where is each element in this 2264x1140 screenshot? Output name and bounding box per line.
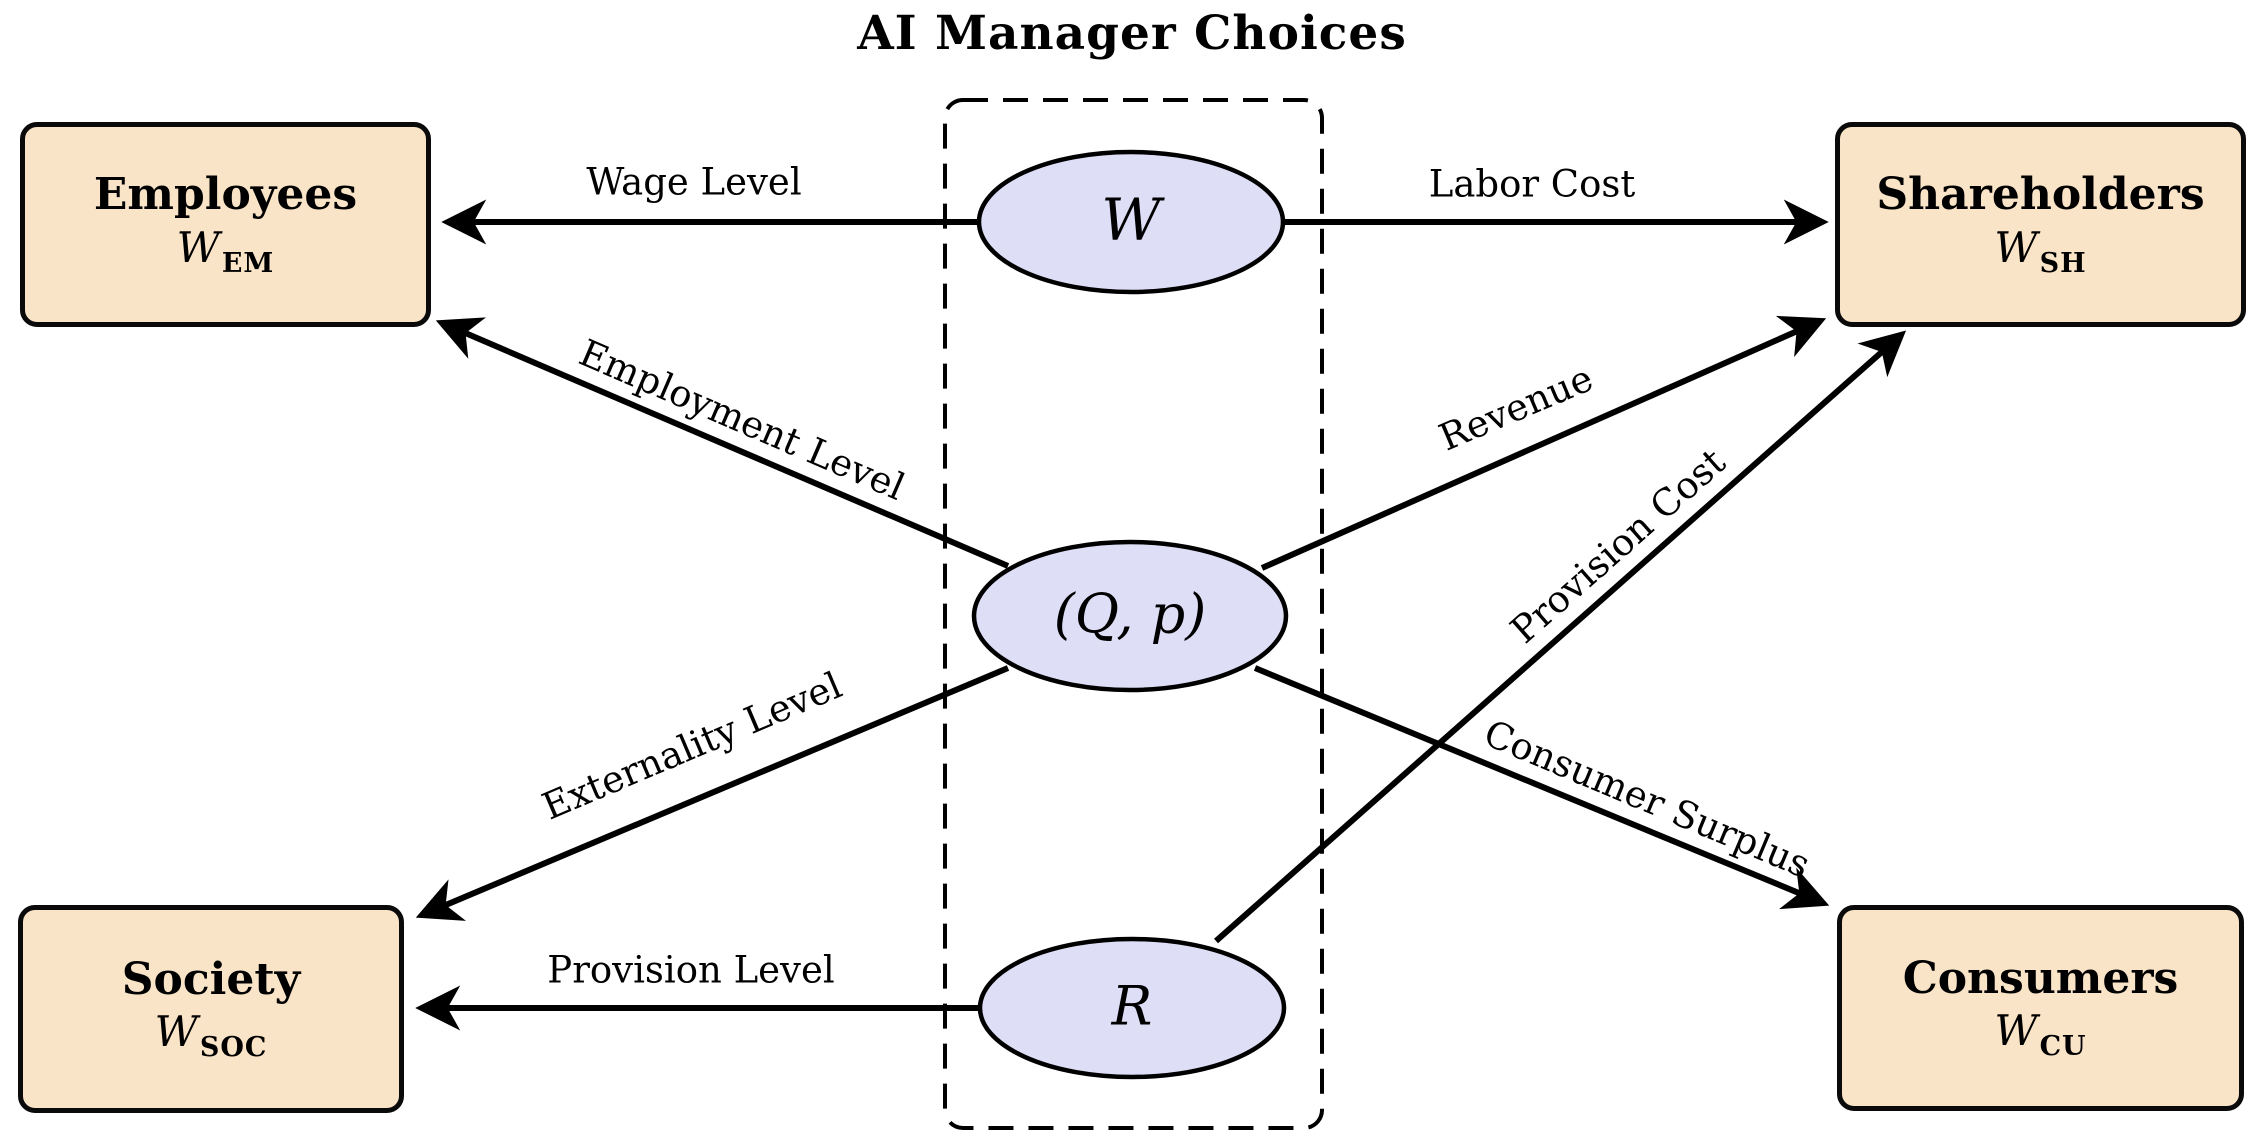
choice-node-rd-provision [977,936,1287,1080]
ai-choices-frame [943,98,1324,1130]
stakeholder-name: Employees [93,169,358,221]
welfare-symbol-employees: WEM [176,222,275,279]
edge-externality-level [415,665,1010,921]
diagram-title: AI Manager Choices [857,6,1407,61]
edge-provision-cost [1214,330,1907,944]
welfare-symbol-society: WSOC [154,1007,268,1064]
edge-label-labor-cost: Labor Cost [1428,162,1636,206]
edge-revenue [1260,315,1827,571]
choice-label-rd-provision: R [1111,974,1153,1038]
edge-consumer-surplus [1253,665,1830,910]
edge-employment-level [435,317,1010,569]
stakeholder-box-consumers: Consumers WCU [1837,905,2244,1111]
choice-label-quantity-price: (Q, p) [1053,582,1207,646]
stakeholder-box-society: Society WSOC [18,905,404,1113]
edge-label-wage-level: Wage Level [586,160,802,204]
edge-label-provision-level: Provision Level [547,948,835,992]
stakeholder-box-employees: Employees WEM [20,122,431,327]
stakeholder-name: Consumers [1902,952,2179,1004]
choice-node-wage [976,149,1286,295]
stakeholder-box-shareholders: Shareholders WSH [1835,122,2246,327]
choice-label-wage: W [1101,186,1161,254]
choice-node-quantity-price [971,539,1289,693]
stakeholder-name: Society [121,953,301,1005]
stakeholder-name: Shareholders [1876,169,2205,221]
welfare-symbol-shareholders: WSH [1994,222,2087,279]
welfare-symbol-consumers: WCU [1994,1006,2087,1063]
